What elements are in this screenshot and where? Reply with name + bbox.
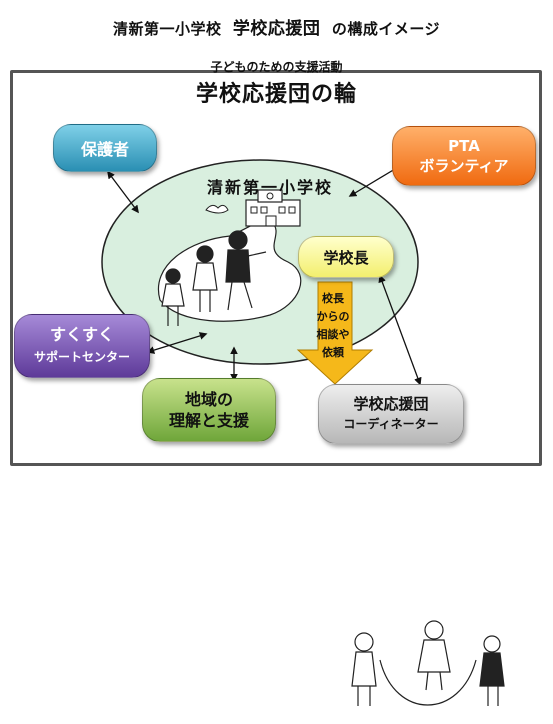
title-main: 学校応援団 bbox=[232, 19, 321, 39]
node-guardian: 保護者 bbox=[53, 124, 157, 172]
node-pta-line2: ボランティア bbox=[419, 157, 509, 175]
diagram-frame bbox=[10, 70, 542, 466]
node-sukusuku-line1: すくすく bbox=[49, 325, 114, 344]
node-community-line1: 地域の bbox=[184, 390, 233, 409]
node-guardian-label: 保護者 bbox=[80, 140, 129, 159]
children-illustration bbox=[161, 230, 267, 326]
page-title: 清新第一小学校 学校応援団 の構成イメージ bbox=[0, 14, 553, 39]
school-building-icon bbox=[245, 189, 301, 227]
node-principal-label: 学校長 bbox=[323, 248, 369, 267]
node-community-line2: 理解と支援 bbox=[168, 411, 249, 430]
school-name-label: 清新第一小学校 bbox=[206, 178, 333, 197]
connector-principal-coordinator bbox=[378, 274, 422, 386]
consult-label: 校長 からの 相談や 依頼 bbox=[312, 290, 354, 362]
consult-line-4: 依頼 bbox=[322, 346, 344, 359]
title-school: 清新第一小学校 bbox=[112, 20, 222, 38]
title-suffix: の構成イメージ bbox=[331, 20, 441, 38]
connector-pta bbox=[348, 165, 402, 197]
connector-guardian bbox=[107, 170, 139, 214]
diagram-subtitle: 子どものための支援活動 bbox=[210, 60, 343, 74]
bird-icon bbox=[205, 204, 229, 214]
node-coordinator-line2: コーディネーター bbox=[343, 417, 439, 431]
node-sukusuku: すくすく サポートセンター bbox=[14, 314, 150, 378]
node-coordinator-line1: 学校応援団 bbox=[353, 395, 429, 413]
node-community: 地域の 理解と支援 bbox=[142, 378, 276, 442]
node-principal: 学校長 bbox=[298, 236, 394, 278]
consult-line-1: 校長 bbox=[322, 292, 344, 305]
diagram-banner: 学校応援団の輪 bbox=[195, 82, 357, 107]
node-coordinator: 学校応援団 コーディネーター bbox=[318, 384, 464, 444]
node-pta: PTA ボランティア bbox=[392, 126, 536, 186]
jump-rope-illustration bbox=[351, 620, 505, 706]
consult-line-3: 相談や bbox=[316, 328, 350, 341]
consult-line-2: からの bbox=[316, 310, 350, 323]
node-sukusuku-line2: サポートセンター bbox=[33, 350, 130, 364]
connector-sukusuku bbox=[146, 332, 208, 354]
consult-arrow bbox=[296, 281, 374, 385]
node-pta-line1: PTA bbox=[448, 137, 480, 155]
